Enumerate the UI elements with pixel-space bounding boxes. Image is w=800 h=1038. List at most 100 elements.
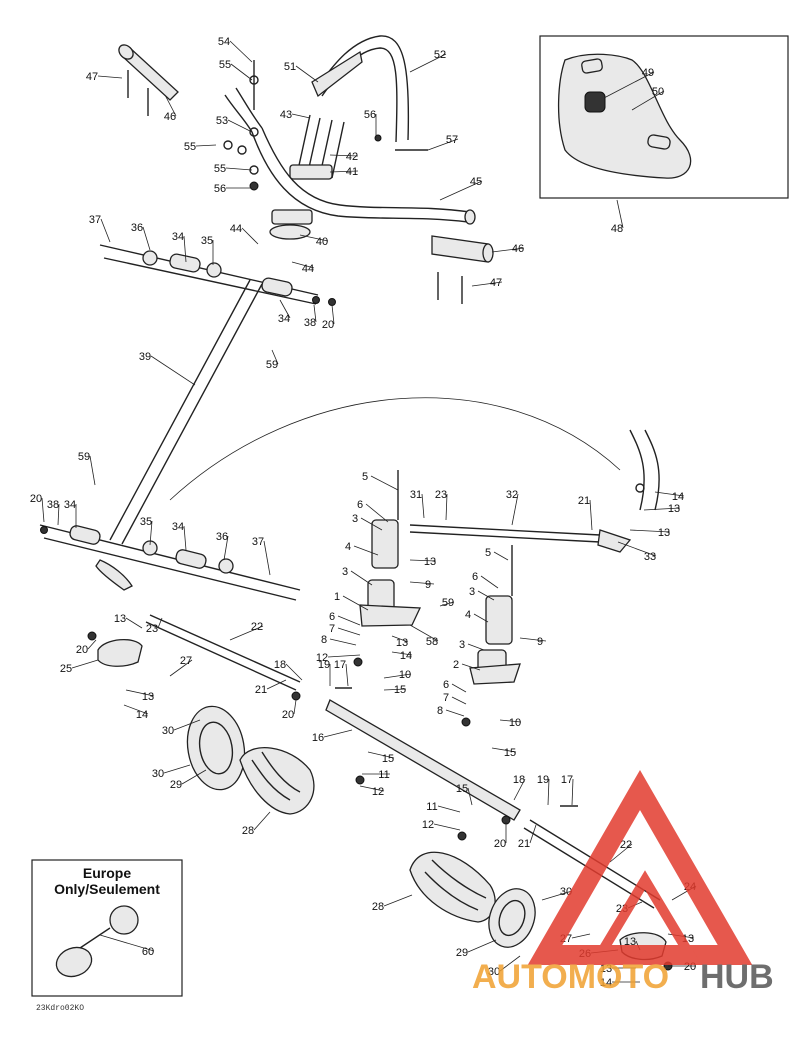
callout-leader-c32 [511, 493, 519, 526]
callout-c14b: 14 [400, 650, 412, 662]
callout-c49: 49 [642, 67, 654, 79]
callout-leader-c53 [227, 119, 253, 133]
callout-leader-c36b [223, 535, 229, 561]
callout-leader-c20a [331, 304, 335, 325]
callout-c12a: 12 [316, 652, 328, 664]
callout-c21b: 21 [255, 684, 267, 696]
callout-c38b: 38 [47, 499, 59, 511]
callout-c10b: 10 [509, 717, 521, 729]
steering-column [39, 244, 336, 601]
callout-leader-c11b [437, 805, 461, 813]
callout-leader-c55b [195, 144, 217, 147]
callout-leader-c16 [323, 729, 353, 738]
watermark-text-part1: AUTOMOTO [472, 958, 669, 996]
callout-leader-c47b [471, 281, 503, 287]
callout-c29b: 29 [456, 947, 468, 959]
callout-c59c: 59 [442, 597, 454, 609]
callout-c3c: 3 [469, 586, 475, 598]
callout-leader-c13a [643, 507, 681, 511]
callout-leader-c58 [409, 624, 439, 642]
callout-c12b: 12 [372, 786, 384, 798]
callout-leader-c52 [409, 53, 447, 73]
callout-c28a: 28 [242, 825, 254, 837]
callout-c55b: 55 [184, 141, 196, 153]
callout-c15b: 15 [504, 747, 516, 759]
callout-c17a: 17 [334, 659, 346, 671]
callout-c3b: 3 [342, 566, 348, 578]
callout-leader-c20c [87, 639, 97, 650]
callout-leader-c38a [313, 304, 317, 323]
callout-c13c: 13 [424, 556, 436, 568]
callout-leader-c30d [499, 955, 521, 972]
callout-leader-c22a [229, 625, 264, 641]
callout-c27a: 27 [180, 655, 192, 667]
callout-c6c: 6 [329, 611, 335, 623]
callout-c52: 52 [434, 49, 446, 61]
europe-inset: Europe Only/Seulement [31, 859, 183, 997]
callout-c22a: 22 [251, 621, 263, 633]
callout-leader-c45 [439, 180, 483, 201]
callout-c13i: 13 [600, 963, 612, 975]
callout-leader-c20b [41, 497, 45, 523]
callout-leader-c38b [57, 503, 60, 526]
callout-c59b: 59 [78, 451, 90, 463]
callout-c34b: 34 [278, 313, 290, 325]
callout-leader-c41 [329, 170, 359, 173]
callout-leader-c5a [370, 475, 399, 491]
callout-c21c: 21 [518, 838, 530, 850]
watermark-text-part2: HUB [700, 958, 774, 996]
callout-leader-c18b [513, 778, 526, 801]
callout-leader-c13b [629, 529, 671, 533]
callout-leader-c22b [609, 843, 633, 863]
callout-c6b: 6 [472, 571, 478, 583]
callout-c20c: 20 [76, 644, 88, 656]
callout-leader-c7a [337, 627, 361, 636]
callout-c16: 16 [312, 732, 324, 744]
callout-leader-c12b [359, 785, 385, 792]
callout-leader-c43 [291, 113, 311, 119]
callout-c8a: 8 [321, 634, 327, 646]
callout-c54: 54 [218, 36, 230, 48]
callout-c13a: 13 [668, 503, 680, 515]
callout-leader-c15c [367, 751, 395, 759]
inset-box-48 [539, 35, 789, 199]
callout-leader-c57 [427, 138, 459, 151]
callout-c48: 48 [611, 223, 623, 235]
callout-leader-c4a [353, 545, 379, 556]
callout-c15c: 15 [382, 753, 394, 765]
callout-c12c: 12 [422, 819, 434, 831]
callout-leader-c15a [383, 688, 407, 691]
callout-c22b: 22 [620, 839, 632, 851]
callout-leader-c34d [183, 525, 187, 551]
callout-c55a: 55 [219, 59, 231, 71]
callout-c4b: 4 [465, 609, 471, 621]
callout-leader-c47a [97, 75, 123, 79]
callout-leader-c5b [493, 551, 509, 561]
callout-leader-c7b [451, 696, 467, 705]
callout-c35b: 35 [140, 516, 152, 528]
callout-leader-c59a [271, 349, 279, 365]
callout-c9b: 9 [537, 636, 543, 648]
callout-c3d: 3 [459, 639, 465, 651]
callout-leader-c8b [445, 709, 465, 717]
callout-c5a: 5 [362, 471, 368, 483]
callout-c29a: 29 [170, 779, 182, 791]
callout-c39: 39 [139, 351, 151, 363]
callout-leader-c17a [345, 663, 349, 687]
callout-c19b: 19 [537, 774, 549, 786]
callout-c5b: 5 [485, 547, 491, 559]
callout-c47b: 47 [490, 277, 502, 289]
callout-leader-c6a [365, 503, 389, 523]
callout-leader-c44a [241, 227, 259, 245]
callout-c11a: 11 [378, 769, 389, 781]
callout-leader-c21b [266, 679, 287, 690]
callout-leader-c12a [327, 654, 361, 658]
callout-leader-c51 [295, 65, 319, 83]
callout-c37b: 37 [252, 536, 264, 548]
callout-c59a: 59 [266, 359, 278, 371]
callout-leader-c55c [225, 167, 253, 171]
callout-c38a: 38 [304, 317, 316, 329]
callout-leader-c12c [433, 823, 461, 831]
callout-c13e: 13 [396, 637, 408, 649]
callout-leader-c4b [473, 613, 489, 623]
